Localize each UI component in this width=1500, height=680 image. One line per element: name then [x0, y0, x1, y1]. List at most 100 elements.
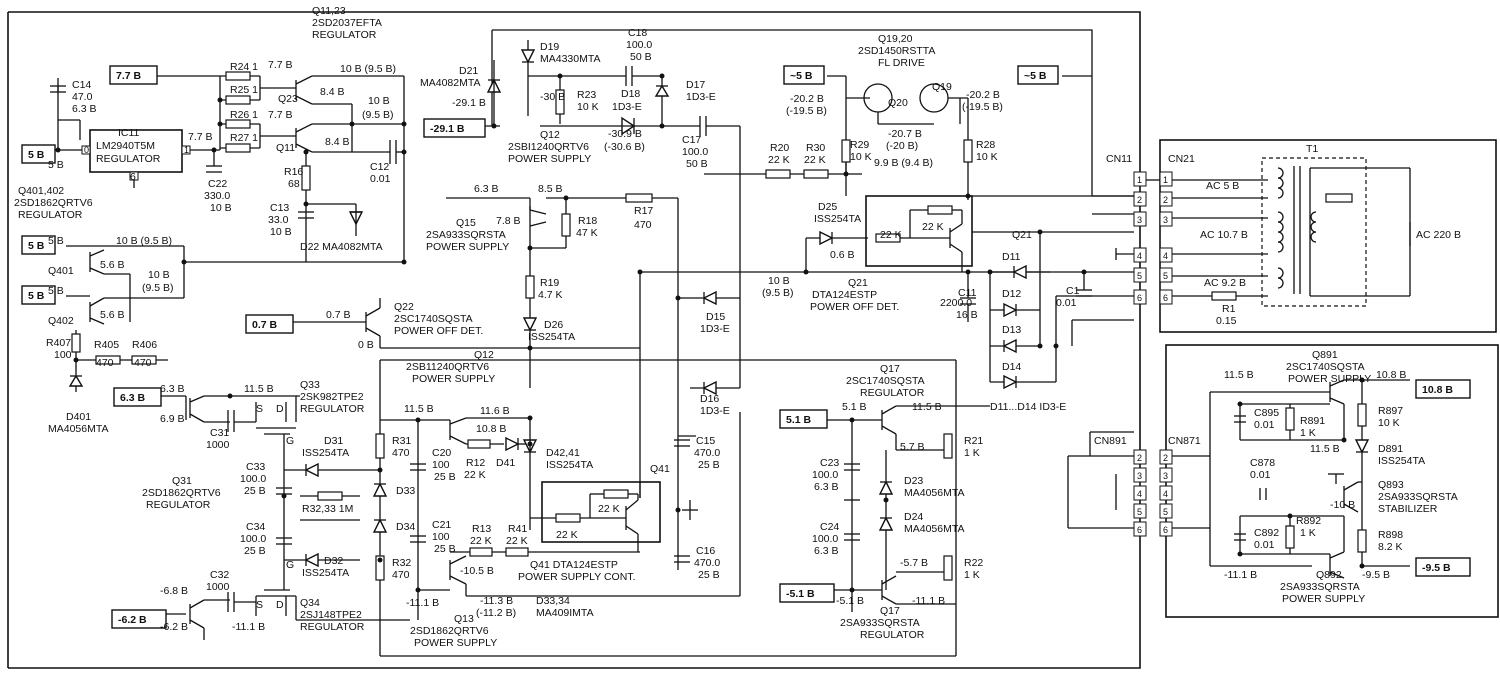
- label-d17p: 1D3-E: [686, 91, 716, 103]
- wiring: 0 1: [7, 11, 1499, 669]
- label-r16v: 68: [288, 178, 300, 190]
- voltage-box-frame: [109, 65, 158, 85]
- label-c16b: 25 B: [698, 569, 720, 581]
- label-c1: C1: [1066, 285, 1080, 297]
- voltage-box-label: 5.1 B: [786, 414, 812, 426]
- label-d4241: D42,41: [546, 447, 580, 459]
- label-r28v: 10 K: [976, 151, 998, 163]
- label-r12: R12: [466, 457, 485, 469]
- label-d24p: MA4056MTA: [904, 523, 965, 535]
- cn891-pin-6: [1133, 521, 1147, 537]
- label-r32v: 470: [392, 569, 410, 581]
- label-c14a: 47.0: [72, 91, 93, 103]
- label-c13a: 33.0: [268, 214, 289, 226]
- label-v195b: (-19.5 B): [962, 101, 1003, 113]
- label-q401: Q401: [48, 265, 74, 277]
- label-v10b: 10 B: [368, 95, 390, 107]
- label-r26: R26 1: [230, 109, 258, 121]
- label-q401r: REGULATOR: [18, 209, 83, 221]
- label-v20: (-20 B): [886, 140, 918, 152]
- voltage-box-frame: [1017, 65, 1059, 85]
- label-r22k1: 22 K: [880, 229, 902, 241]
- label-c20b: 25 B: [434, 471, 456, 483]
- cn891-pin-5: [1133, 503, 1147, 519]
- label-c20a: 100: [432, 459, 450, 471]
- cn11-pin-2: [1133, 191, 1147, 207]
- voltage-box-b5b: 5 B: [21, 285, 56, 305]
- voltage-box-frame: [783, 65, 825, 85]
- label-v0b: 0 B: [358, 339, 374, 351]
- label-q17ar: REGULATOR: [860, 387, 925, 399]
- cn11-pin-6-label: 6: [1137, 293, 1142, 303]
- label-q1123r: REGULATOR: [312, 29, 377, 41]
- label-q402: Q402: [48, 315, 74, 327]
- label-c892: C892: [1254, 527, 1279, 539]
- label-r29: R29: [850, 139, 869, 151]
- label-s1: S: [256, 403, 263, 415]
- label-v68: -6.8 B: [160, 585, 188, 597]
- voltage-box-label: 5 B: [28, 290, 45, 302]
- label-d22: D22 MA4082MTA: [300, 241, 383, 253]
- label-v108b: 10.8 B: [1376, 369, 1406, 381]
- voltage-box-b77: 7.7 B: [109, 65, 158, 85]
- label-v111b: -11.1 B: [406, 597, 439, 609]
- label-v116: 11.6 B: [480, 405, 510, 417]
- label-v69: 6.9 B: [160, 413, 185, 425]
- label-q34r: REGULATOR: [300, 621, 365, 633]
- label-c23: C23: [820, 457, 839, 469]
- label-c1v: 0.01: [1056, 297, 1077, 309]
- label-cn871: CN871: [1168, 435, 1201, 447]
- label-q33r: REGULATOR: [300, 403, 365, 415]
- label-q34p: 2SJ148TPE2: [300, 609, 362, 621]
- voltage-box-b51a: 5.1 B: [779, 409, 828, 429]
- cn11-pin-3: [1133, 211, 1147, 227]
- label-r892: R892: [1296, 515, 1321, 527]
- label-r1v: 0.15: [1216, 315, 1237, 327]
- voltage-box-b63: 6.3 B: [113, 387, 162, 407]
- label-d19: D19: [540, 41, 559, 53]
- label-ac107: AC 10.7 B: [1200, 229, 1248, 241]
- label-d1: D: [276, 403, 284, 415]
- label-q12ar: POWER SUPPLY: [508, 153, 591, 165]
- label-v85: 8.5 B: [538, 183, 563, 195]
- label-c16a: 470.0: [694, 557, 720, 569]
- voltage-box-label: -29.1 B: [430, 123, 465, 135]
- label-v95h: -9.5 B: [1362, 569, 1390, 581]
- cn891-connector: 2 3 4 5 6: [1133, 449, 1147, 537]
- label-q12bp: 2SB11240QRTV6: [406, 361, 489, 373]
- label-r21: R21: [964, 435, 983, 447]
- label-v309: -30.9 B: [608, 128, 642, 140]
- label-c17a: 100.0: [682, 146, 708, 158]
- voltage-box-label: 0.7 B: [252, 319, 278, 331]
- label-r31: R31: [392, 435, 411, 447]
- label-d19p: MA4330MTA: [540, 53, 601, 65]
- cn891-pin-6-label: 6: [1137, 525, 1142, 535]
- cn891-pin-4-label: 4: [1137, 489, 1142, 499]
- label-g1: G: [286, 435, 294, 447]
- label-c22b: 10 B: [210, 202, 232, 214]
- label-q891p: 2SC1740SQSTA: [1286, 361, 1365, 373]
- voltage-box-frame: [779, 583, 835, 603]
- label-d14: D14: [1002, 361, 1021, 373]
- voltage-box-label: -6.2 B: [118, 614, 147, 626]
- label-v62b: -6.2 B: [160, 621, 188, 633]
- label-c31: C31: [210, 427, 229, 439]
- label-ic6: 6: [130, 171, 136, 183]
- cn21-pin-1: [1159, 171, 1173, 187]
- label-c12: C12: [370, 161, 389, 173]
- label-r23: R23: [577, 89, 596, 101]
- label-v56a: 5.6 B: [100, 259, 125, 271]
- label-r12v: 22 K: [464, 469, 486, 481]
- label-q1920: Q19,20: [878, 33, 913, 45]
- label-c14b: 6.3 B: [72, 103, 97, 115]
- label-cn11: CN11: [1106, 153, 1132, 165]
- label-c21: C21: [432, 519, 451, 531]
- cn21-pin-1-label: 1: [1163, 175, 1168, 185]
- label-v202b: -20.2 B: [966, 89, 1000, 101]
- label-v78: 7.8 B: [496, 215, 521, 227]
- label-v95g: (9.5 B): [762, 287, 794, 299]
- label-v06: 0.6 B: [830, 249, 855, 261]
- label-c32v: 1000: [206, 581, 230, 593]
- label-c17: C17: [682, 134, 701, 146]
